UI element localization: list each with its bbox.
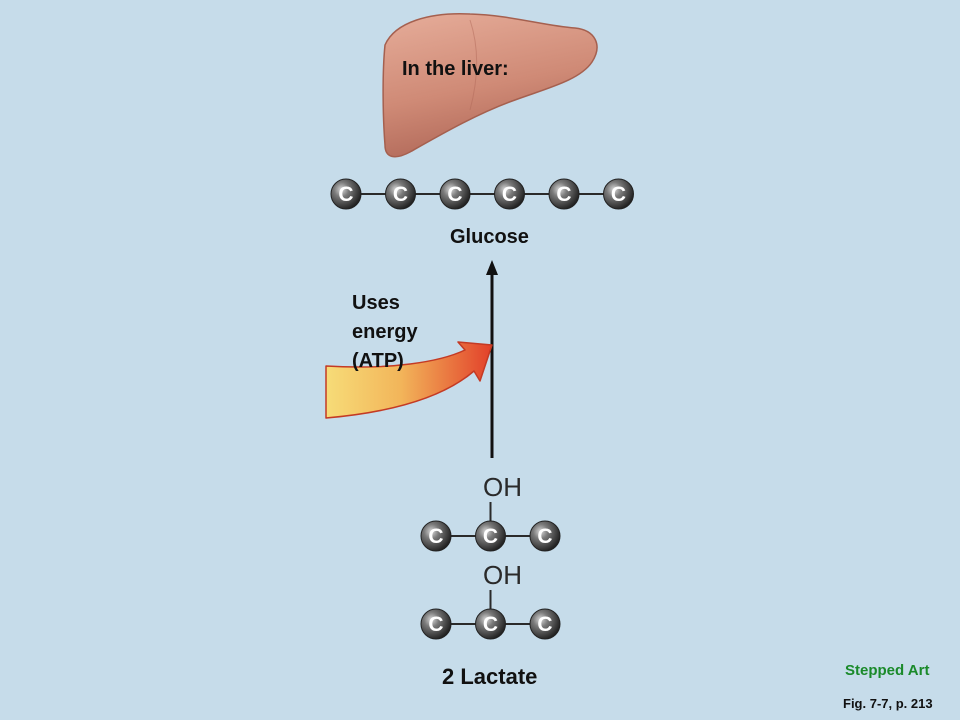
carbon-atom: C — [420, 608, 452, 640]
carbon-atom-symbol: C — [611, 183, 626, 206]
carbon-atom-symbol: C — [537, 613, 552, 636]
energy-input-arrow — [325, 341, 493, 419]
energy-label-line: (ATP) — [352, 350, 404, 372]
carbon-atom: C — [494, 178, 525, 210]
figure-citation: Fig. 7-7, p. 213 — [843, 696, 933, 711]
carbon-atom-symbol: C — [338, 183, 353, 206]
energy-label-line: energy — [352, 321, 418, 343]
carbon-atom: C — [420, 520, 452, 552]
carbon-atom-symbol: C — [483, 613, 498, 636]
carbon-atom: C — [385, 178, 416, 210]
carbon-atom: C — [330, 178, 362, 210]
carbon-atom: C — [475, 608, 506, 640]
carbon-atom: C — [439, 178, 471, 210]
hydroxyl-group: OH — [483, 472, 522, 502]
energy-label: Uses energy (ATP) — [352, 289, 418, 376]
energy-label-line: Uses — [352, 292, 400, 314]
diagram-title: In the liver: — [402, 58, 509, 80]
carbon-atom: C — [529, 520, 561, 552]
carbon-atom: C — [475, 520, 506, 552]
carbon-atom: C — [529, 608, 561, 640]
carbon-atom-symbol: C — [483, 525, 498, 548]
carbon-atom-symbol: C — [447, 183, 462, 206]
carbon-atom: C — [603, 178, 634, 210]
stepped-art-label: Stepped Art — [845, 662, 930, 679]
reaction-arrow — [486, 260, 498, 458]
carbon-atom-symbol: C — [556, 183, 571, 206]
glucose-label: Glucose — [450, 226, 529, 248]
carbon-atom-symbol: C — [393, 183, 408, 206]
carbon-atom-symbol: C — [428, 613, 443, 636]
carbon-atom: C — [548, 178, 580, 210]
lactate-label: 2 Lactate — [442, 664, 538, 689]
lactate-molecule: OH C C C — [420, 472, 561, 552]
liver-illustration — [382, 13, 598, 158]
lactate-molecule: OH C C C — [420, 560, 561, 640]
carbon-atom-symbol: C — [502, 183, 517, 206]
carbon-atom-symbol: C — [537, 525, 552, 548]
hydroxyl-group: OH — [483, 560, 522, 590]
carbon-atom-symbol: C — [428, 525, 443, 548]
